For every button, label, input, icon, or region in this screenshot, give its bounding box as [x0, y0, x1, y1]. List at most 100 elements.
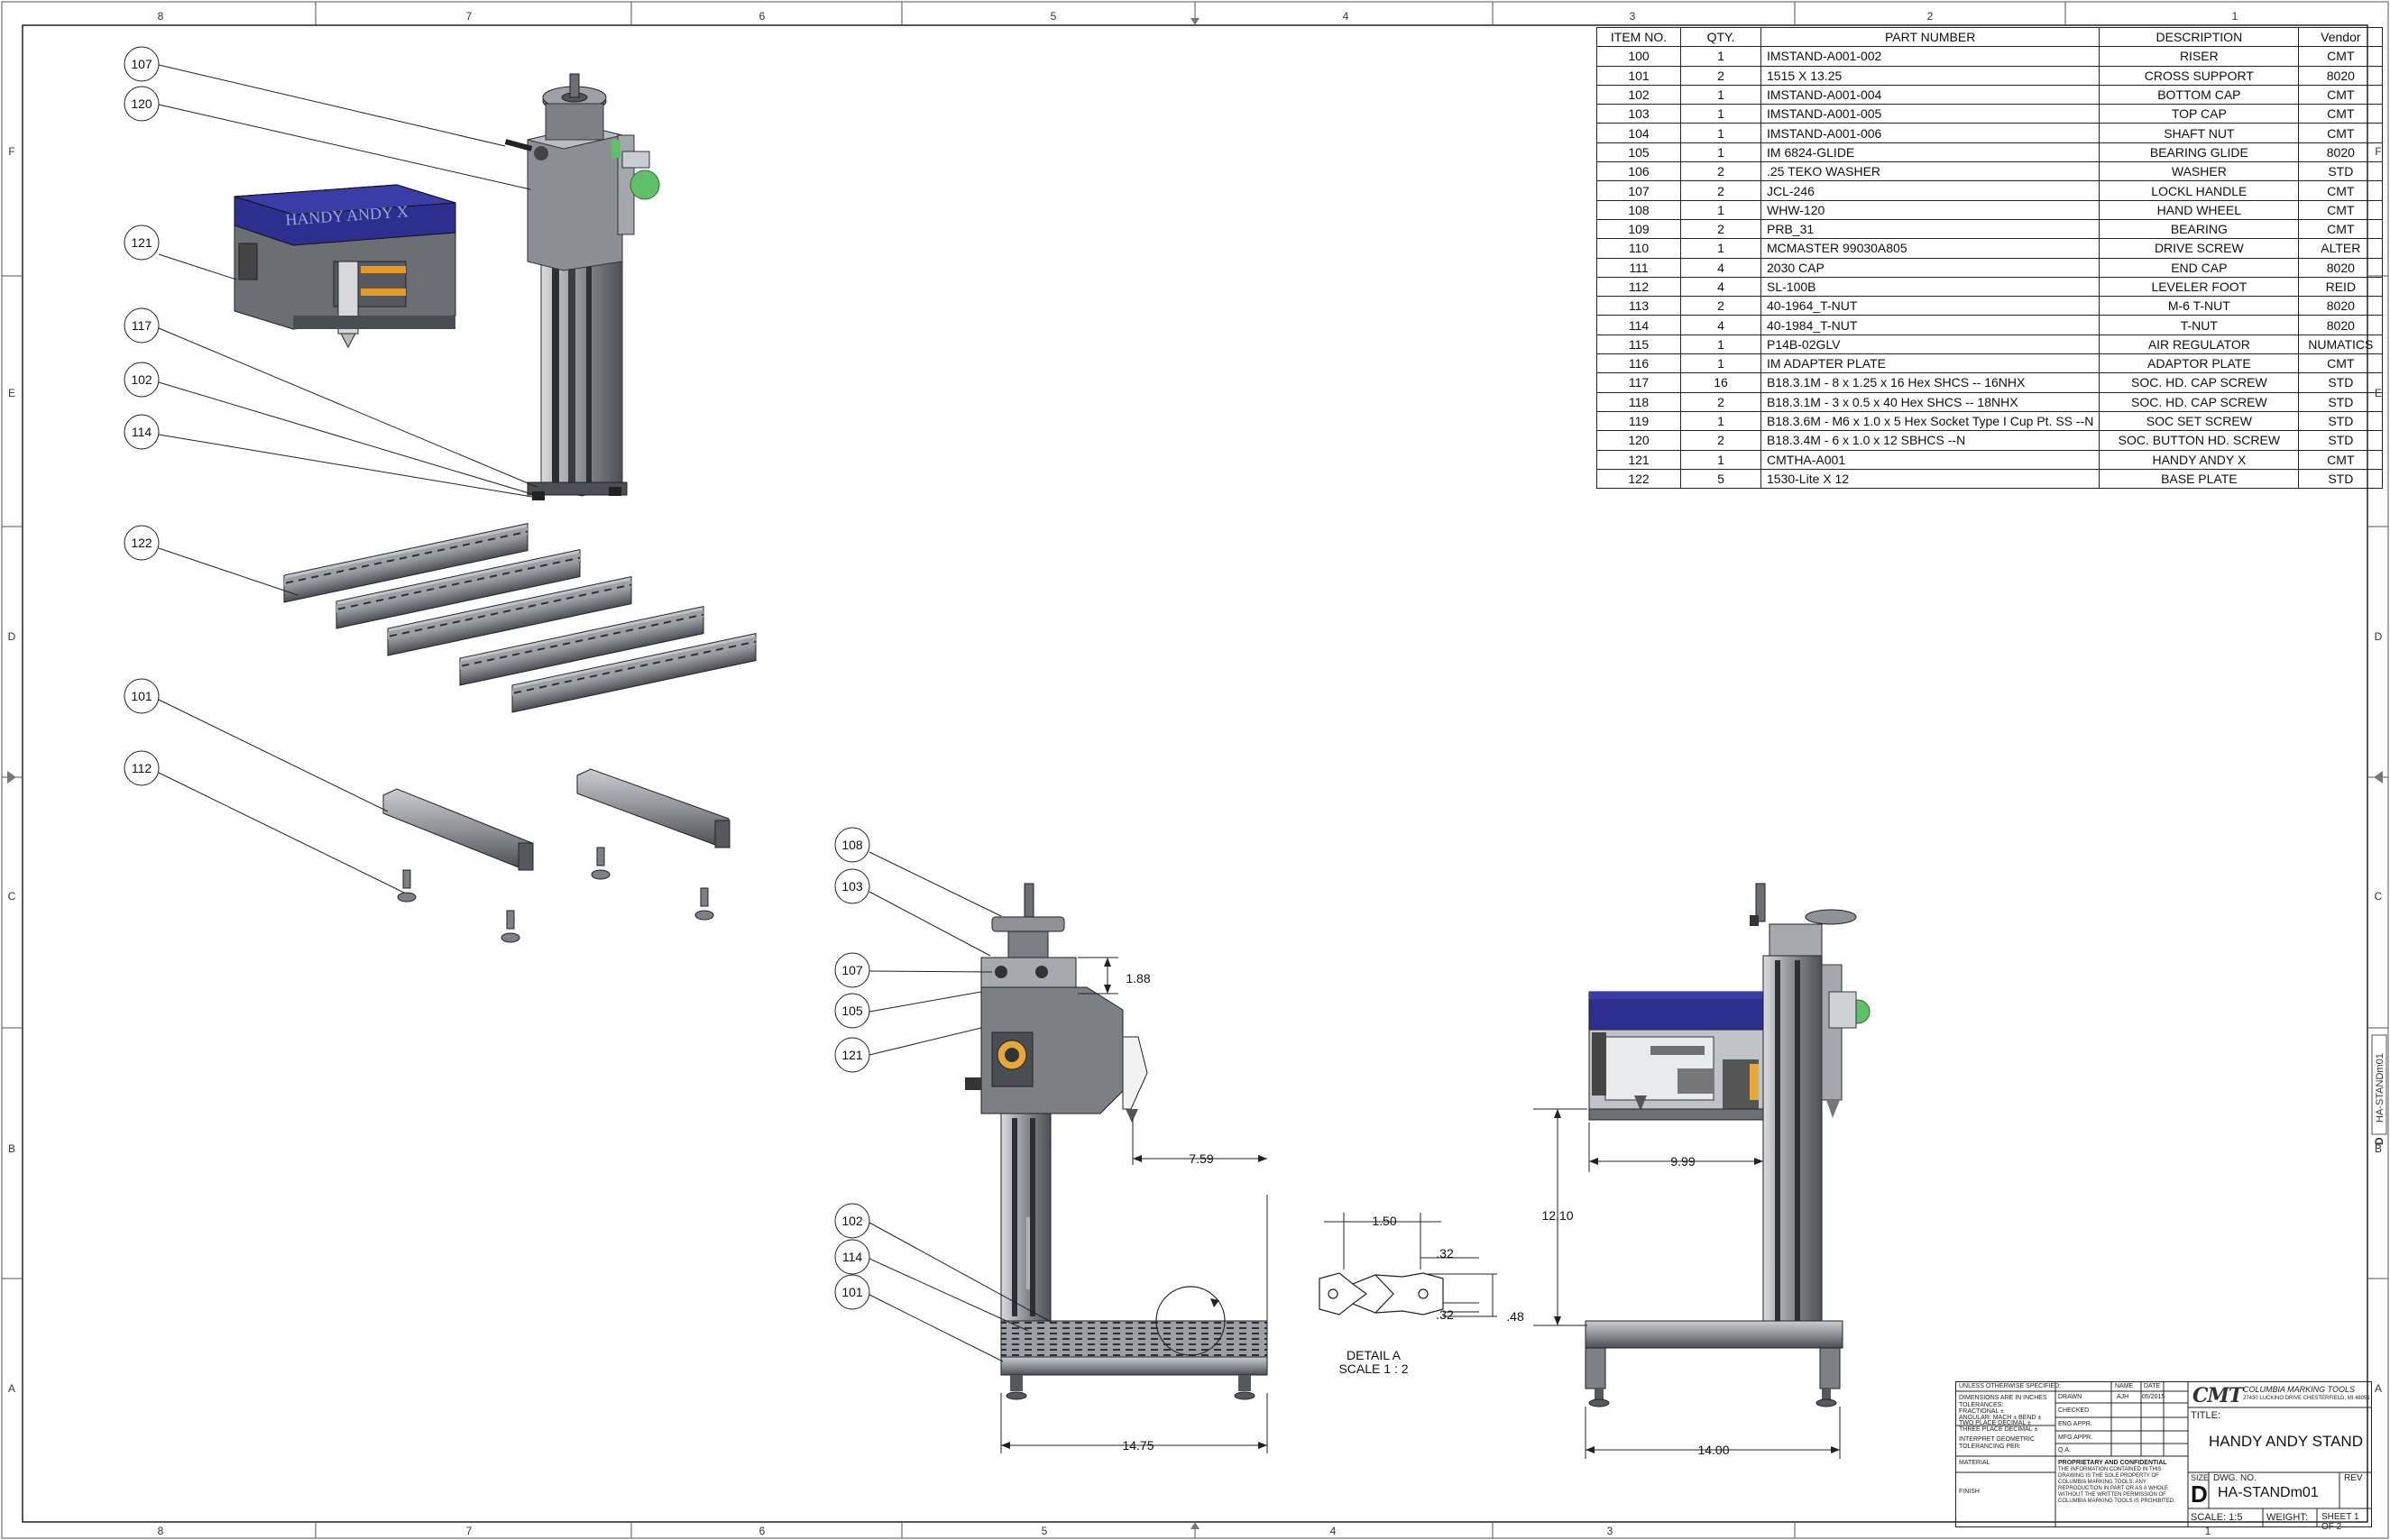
svg-text:121: 121	[841, 1048, 863, 1062]
bom-vendor: NUMATICS	[2298, 334, 2384, 355]
balloon-120-iso	[124, 86, 160, 122]
bom-item-no: 100	[1596, 46, 1681, 67]
balloon-114-front	[834, 1239, 870, 1275]
bom-description: SHAFT NUT	[2099, 123, 2300, 143]
svg-text:3: 3	[1607, 1525, 1613, 1537]
bom-col-item-no: ITEM NO.	[1596, 26, 1681, 48]
dim-32-b: .32	[1436, 1307, 1454, 1322]
svg-text:B: B	[2375, 1142, 2382, 1155]
bom-vendor: ALTER	[2298, 238, 2384, 259]
dim-9-99: 9.99	[1670, 1154, 1695, 1169]
tb-two-place: TWO PLACE DECIMAL ±	[1959, 1420, 2031, 1426]
tb-dims: DIMENSIONS ARE IN INCHES	[1959, 1395, 2047, 1401]
dim-14-00: 14.00	[1697, 1443, 1729, 1457]
bom-part-number: B18.3.4M - 6 x 1.0 x 12 SBHCS --N	[1760, 430, 2100, 451]
bom-qty: 2	[1680, 65, 1761, 86]
tb-tolerances: TOLERANCES:	[1959, 1402, 2004, 1408]
bom-header-row: ITEM NO. QTY. PART NUMBER DESCRIPTION Ve…	[1596, 26, 2384, 48]
balloon-103-front	[834, 868, 870, 904]
bom-qty: 2	[1680, 430, 1761, 451]
svg-text:101: 101	[131, 689, 152, 703]
bom-qty: 2	[1680, 218, 1761, 240]
title-block: UNLESS OTHERWISE SPECIFIED: DIMENSIONS A…	[1955, 1381, 2372, 1532]
svg-text:105: 105	[841, 1004, 863, 1018]
bom-description: HAND WHEEL	[2099, 199, 2300, 220]
bom-part-number: P14B-02GLV	[1760, 334, 2100, 355]
svg-text:102: 102	[131, 372, 152, 387]
bom-part-number: 1515 X 13.25	[1760, 65, 2100, 86]
bom-part-number: 2030 CAP	[1760, 257, 2100, 278]
bom-item-no: 103	[1596, 104, 1681, 124]
drawing-number: HA-STANDm01	[2218, 1485, 2319, 1500]
bom-description: BOTTOM CAP	[2099, 84, 2300, 105]
leaders-front	[869, 851, 1052, 1362]
bom-col-qty: QTY.	[1680, 26, 1761, 48]
bom-item-no: 105	[1596, 142, 1681, 163]
bom-part-number: B18.3.1M - 3 x 0.5 x 40 Hex SHCS -- 18NH…	[1760, 391, 2100, 412]
balloon-105-front	[834, 993, 870, 1029]
svg-text:6: 6	[759, 10, 766, 23]
bom-qty: 1	[1680, 46, 1761, 67]
tb-drawn-date: 05/2015	[2142, 1394, 2165, 1400]
balloon-107-front	[834, 952, 870, 988]
bom-vendor: 8020	[2298, 257, 2384, 278]
bom-description: CROSS SUPPORT	[2099, 65, 2300, 86]
bom-part-number: IMSTAND-A001-005	[1760, 104, 2100, 124]
bom-part-number: IM ADAPTER PLATE	[1760, 353, 2100, 374]
svg-text:HA-STANDm01: HA-STANDm01	[2375, 1053, 2385, 1123]
svg-text:1: 1	[2205, 1525, 2211, 1537]
svg-text:6: 6	[759, 1525, 766, 1537]
center-arrows	[7, 18, 2383, 1529]
tb-drawn: DRAWN	[2058, 1394, 2082, 1400]
balloon-labels: 107 120 121 117 102 114 122 101 112 108 …	[131, 57, 863, 1299]
bom-qty: 1	[1680, 238, 1761, 259]
tb-proprietary-title: PROPRIETARY AND CONFIDENTIAL	[2058, 1460, 2167, 1466]
bom-vendor: CMT	[2298, 84, 2384, 105]
svg-text:7: 7	[466, 1525, 473, 1537]
bom-vendor: STD	[2298, 391, 2384, 412]
bom-description: ADAPTOR PLATE	[2099, 353, 2300, 374]
bom-part-number: .25 TEKO WASHER	[1760, 161, 2100, 182]
bom-item-no: 110	[1596, 238, 1681, 259]
svg-text:5: 5	[1051, 10, 1057, 23]
tb-three-place: THREE PLACE DECIMAL ±	[1959, 1426, 2038, 1433]
detail-a-title: DETAIL A	[1347, 1348, 1402, 1362]
svg-text:108: 108	[841, 838, 863, 852]
svg-text:A: A	[2375, 1382, 2382, 1395]
svg-text:B: B	[8, 1142, 15, 1155]
svg-text:5: 5	[1042, 1525, 1048, 1537]
balloon-117-iso	[124, 307, 160, 344]
svg-text:101: 101	[841, 1285, 863, 1299]
side-dims	[1533, 1108, 1841, 1459]
balloon-112-iso	[124, 750, 160, 786]
svg-text:102: 102	[841, 1214, 863, 1228]
bom-col-part-number: PART NUMBER	[1760, 26, 2100, 48]
bom-item-no: 109	[1596, 218, 1681, 240]
bom-item-no: 121	[1596, 449, 1681, 470]
front-view	[965, 883, 1268, 1400]
balloon-121-iso	[124, 225, 160, 261]
drawing-title: HANDY ANDY STAND	[2209, 1433, 2363, 1450]
marking-head-iso	[234, 184, 456, 349]
balloon-102-iso	[124, 362, 160, 398]
tb-material: MATERIAL	[1959, 1460, 1990, 1466]
bom-item-no: 111	[1596, 257, 1681, 278]
svg-text:103: 103	[841, 879, 863, 894]
bom-vendor: STD	[2298, 468, 2384, 490]
bom-description: LOCKL HANDLE	[2099, 180, 2300, 201]
balloon-101-iso	[124, 678, 160, 714]
dim-32-a: .32	[1436, 1246, 1454, 1260]
bom-item-no: 107	[1596, 180, 1681, 201]
bom-description: SOC SET SCREW	[2099, 410, 2300, 432]
